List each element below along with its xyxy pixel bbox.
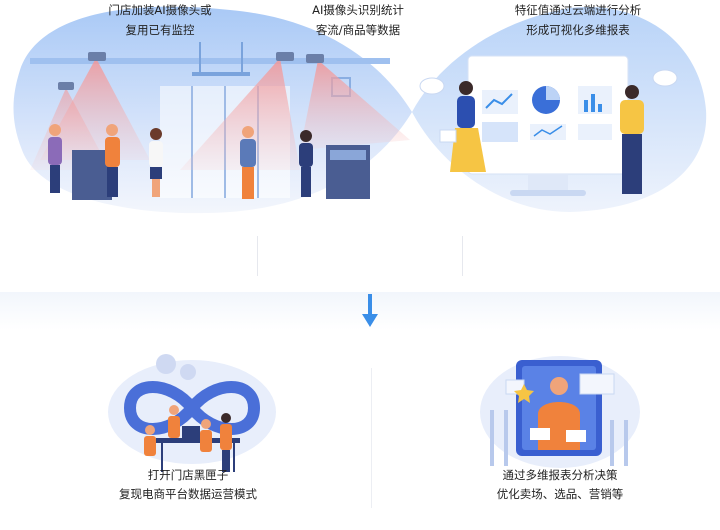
outcome-line: 打开门店黑匣子 xyxy=(147,468,229,482)
outcome-line: 通过多维报表分析决策 xyxy=(502,468,618,482)
pie-chart-icon xyxy=(532,86,560,114)
section-divider-band xyxy=(0,292,720,330)
step-divider xyxy=(257,236,258,276)
outcome-open-blackbox: 打开门店黑匣子 复现电商平台数据运营模式 xyxy=(68,466,308,504)
down-arrow-icon xyxy=(362,294,378,327)
report-decision-illustration xyxy=(480,356,640,468)
team-collaboration-illustration xyxy=(108,354,276,472)
step-line: 门店加装AI摄像头或 xyxy=(108,3,212,17)
infinity-icon xyxy=(13,6,707,214)
step-cloud-analysis: 特征值通过云端进行分析 形成可视化多维报表 xyxy=(468,0,688,40)
outcome-line: 复现电商平台数据运营模式 xyxy=(119,487,257,501)
step-line: 复用已有监控 xyxy=(125,23,195,37)
step-line: 形成可视化多维报表 xyxy=(526,23,630,37)
step-divider xyxy=(462,236,463,276)
outcome-line: 优化卖场、选品、营销等 xyxy=(496,487,624,501)
step-ai-recognition: AI摄像头识别统计 客流/商品等数据 xyxy=(248,0,468,40)
hero-illustration xyxy=(0,0,720,222)
outcome-report-decision: 通过多维报表分析决策 优化卖场、选品、营销等 xyxy=(440,466,680,504)
outcome-divider xyxy=(371,368,372,508)
step-line: 客流/商品等数据 xyxy=(315,23,401,37)
camera-icon xyxy=(58,52,324,90)
step-line: AI摄像头识别统计 xyxy=(312,3,404,17)
step-line: 特征值通过云端进行分析 xyxy=(514,3,642,17)
step-install-camera: 门店加装AI摄像头或 复用已有监控 xyxy=(50,0,270,40)
